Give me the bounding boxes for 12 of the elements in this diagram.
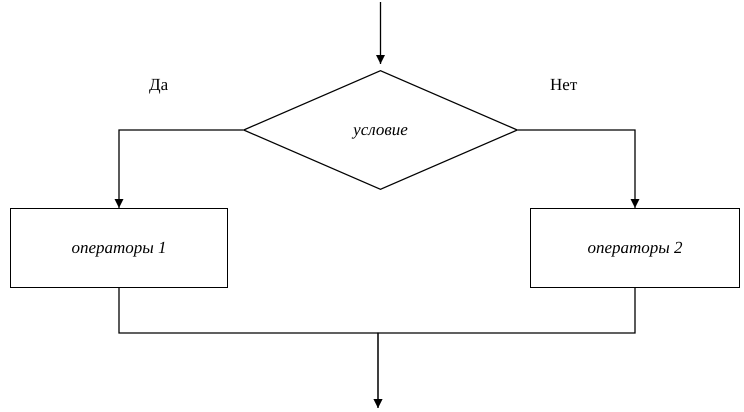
decision-diamond [243,70,518,190]
arrow [374,288,636,408]
arrow [518,129,640,208]
process-box [10,208,228,288]
node-label: операторы 2 [587,238,683,258]
arrow [376,2,385,64]
process-box [530,208,740,288]
arrow [114,129,243,208]
edge-label: Да [149,75,168,95]
node-label: условие [353,120,408,140]
edge-label: Нет [550,75,578,95]
node-label: операторы 1 [71,238,167,258]
